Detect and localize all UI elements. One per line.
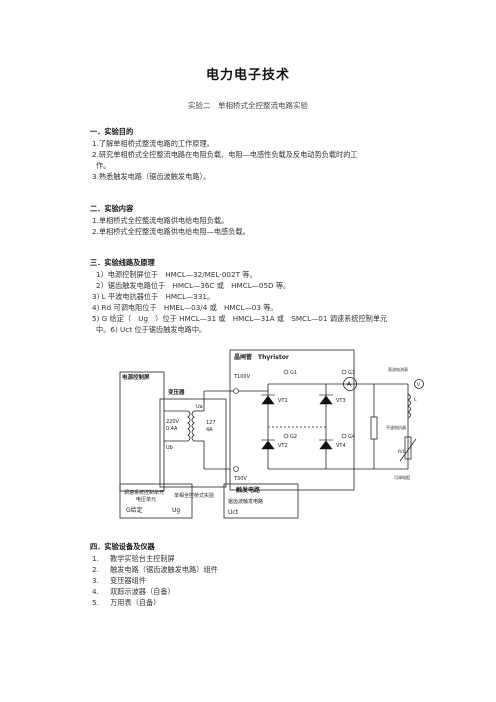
- voltmeter-label: V: [417, 382, 421, 388]
- list-item: 4.双踪示波器（自备）: [92, 587, 175, 596]
- g4-label: G4: [348, 434, 355, 440]
- paragraph: 2.单相桥式全控整流电路供电给电阻—电感负载。: [92, 227, 250, 236]
- right-label-4: 可调电阻: [394, 474, 410, 480]
- list-item: 5.万用表（自备）: [92, 598, 161, 607]
- tr-4a-label: 4A: [206, 427, 213, 433]
- tr-ub-label: Ub: [166, 445, 173, 451]
- list-item: 2.触发电路（锯齿波触发电路）组件: [92, 565, 218, 574]
- paragraph: 1.单相桥式全控整流电路供电给电阻负载。: [92, 216, 229, 225]
- experiment-subtitle: 实验二 单相桥式全控整流电路实验: [188, 101, 308, 110]
- ctrl-unit-line1: 调速系统控制单元: [124, 489, 164, 496]
- paragraph: 4) Rd 可调电阻位于 HMEL—03/4 或 HMCL—03 等。: [92, 303, 278, 312]
- vt2-label: VT2: [278, 443, 288, 449]
- g2-label: G2: [290, 434, 297, 440]
- rd-label: Rd: [398, 449, 404, 455]
- right-label-3: 平波电抗器: [386, 424, 406, 430]
- vt4-label: VT4: [336, 443, 346, 449]
- thyristor-module: [229, 349, 355, 491]
- ammeter-label: A: [347, 381, 352, 388]
- section-circuit: 三．实验线路及原理 1）电源控制屏位于 HMCL—32/MEL-002T 等。 …: [90, 257, 430, 335]
- paragraph: 中。6) Uct 位于锯齿触发电路中。: [96, 325, 207, 334]
- section-heading: 二．实验内容: [90, 204, 134, 213]
- g3-label: G3: [348, 370, 355, 376]
- tr-04a-label: 0.4A: [166, 426, 178, 432]
- list-item: 1.教学实验台主控制屏: [92, 554, 175, 563]
- tr-220-label: 220V: [166, 419, 180, 425]
- ug-value: Ug: [172, 507, 180, 514]
- list-item: 3.变压器组件: [92, 576, 146, 585]
- paragraph: 5) G 给定（ Ug ）位于 HMCL—31 或 HMCL—31A 或 SMC…: [92, 314, 388, 323]
- document-title: 电力电子技术: [205, 68, 290, 83]
- power-box-label: 电源控制屏: [122, 373, 150, 381]
- transformer-label: 变压器: [168, 388, 185, 396]
- tr-127-label: 127: [206, 420, 216, 426]
- paragraph: 3.熟悉触发电路（锯齿波触发电路）。: [92, 172, 211, 181]
- paragraph: 1）电源控制屏位于 HMCL—32/MEL-002T 等。: [96, 270, 257, 279]
- vt3-label: VT3: [336, 398, 346, 404]
- t30-label: T30V: [233, 476, 247, 482]
- right-label-2: L: [414, 397, 417, 403]
- paragraph: 作。: [96, 161, 111, 170]
- t100-label: T100V: [233, 374, 251, 380]
- g1-label: G1: [290, 370, 297, 376]
- section-equipment: 四．实验设备及仪器 1.教学实验台主控制屏 2.触发电路（锯齿波触发电路）组件 …: [90, 541, 430, 608]
- trigger-box: [223, 483, 299, 519]
- paragraph: 1.了解单相桥式整流电路的工作原理。: [92, 139, 214, 148]
- power-control-box: [119, 371, 165, 492]
- uct-label: Uct: [228, 509, 239, 516]
- paragraph: 2.研究单相桥式全控整流电路在电阻负载、电阻—电感性负载及反电动势负载时的工: [92, 150, 358, 159]
- section-heading: 四．实验设备及仪器: [90, 542, 155, 551]
- right-label-1: 直流电流表: [388, 366, 408, 372]
- section-heading: 一．实验目的: [90, 127, 134, 136]
- tr-ua-label: Ua: [196, 404, 203, 410]
- section-content: 二．实验内容 1.单相桥式全控整流电路供电给电阻负载。 2.单相桥式全控整流电路…: [90, 203, 430, 237]
- transformer-box: [159, 398, 227, 488]
- section-heading: 三．实验线路及原理: [90, 258, 155, 267]
- caption-label: 单相全控桥式实验: [174, 492, 214, 499]
- control-unit-box: [119, 483, 193, 519]
- trigger-title: 触发电路: [235, 486, 261, 494]
- paragraph: 3) L 平波电抗器位于 HMCL—331。: [92, 292, 215, 301]
- thyristor-cn-label: 晶闸管: [234, 353, 252, 361]
- trigger-sub: 锯齿波触发电路: [228, 498, 263, 505]
- circuit-diagram: 电源控制屏 变压器 220V 0.4A Ua Ub 127 4A 晶闸管 Thy…: [119, 349, 424, 519]
- vt1-label: VT1: [278, 398, 288, 404]
- paragraph: 2）锯齿触发电路位于 HMCL—36C 或 HMCL—05D 等。: [96, 281, 291, 290]
- section-objectives: 一．实验目的 1.了解单相桥式整流电路的工作原理。 2.研究单相桥式全控整流电路…: [90, 126, 430, 182]
- ug-label: G给定: [126, 506, 143, 514]
- ctrl-unit-line2: 电压单元: [136, 496, 156, 503]
- thyristor-en-label: Thyristor: [258, 354, 289, 361]
